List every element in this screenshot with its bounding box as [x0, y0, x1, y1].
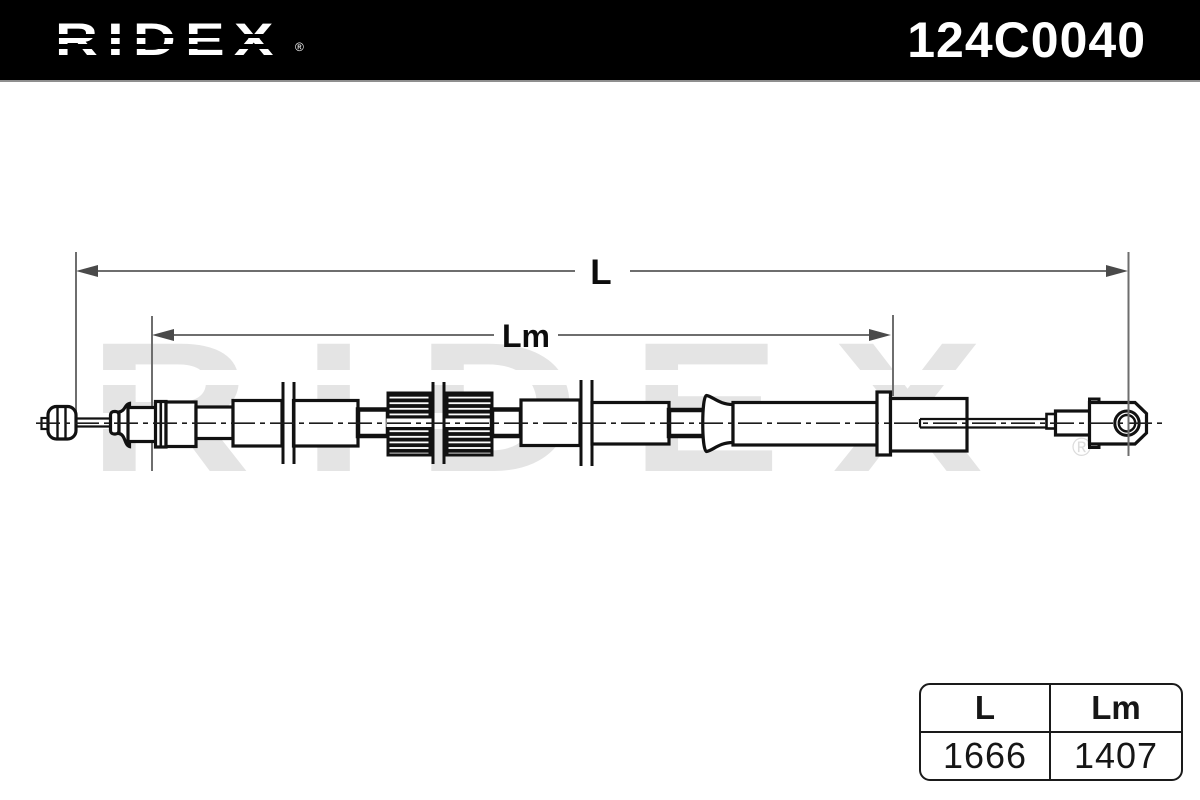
dimension-l-label: L	[590, 253, 611, 292]
dimension-lm-label: Lm	[502, 318, 550, 354]
dimensions-table: L Lm 1666 1407	[919, 683, 1183, 781]
watermark-registered-icon: ®	[1072, 432, 1092, 462]
table-value-lm: 1407	[1073, 735, 1159, 776]
logo-stripe-decoration	[47, 33, 303, 38]
part-number: 124C0040	[907, 12, 1146, 68]
table-header-lm: Lm	[1051, 685, 1181, 733]
end-fitting-block	[126, 405, 159, 444]
header-bar: RIDEX ® 124C0040	[0, 0, 1200, 82]
dimension-lm: Lm	[152, 318, 891, 354]
brand-logo: RIDEX ®	[47, 0, 375, 80]
watermark-stripe-decoration	[78, 370, 1088, 385]
registered-trademark-icon: ®	[295, 40, 304, 54]
table-header-l: L	[921, 685, 1051, 733]
brand-logo-text: RIDEX	[55, 14, 283, 65]
fitting-block	[164, 400, 198, 449]
logo-stripe-decoration	[47, 44, 303, 49]
inner-cable-left	[76, 417, 112, 428]
dimension-extension-lines	[75, 252, 894, 471]
table-value-l: 1666	[921, 733, 1051, 779]
dimension-l: L	[76, 253, 1128, 292]
